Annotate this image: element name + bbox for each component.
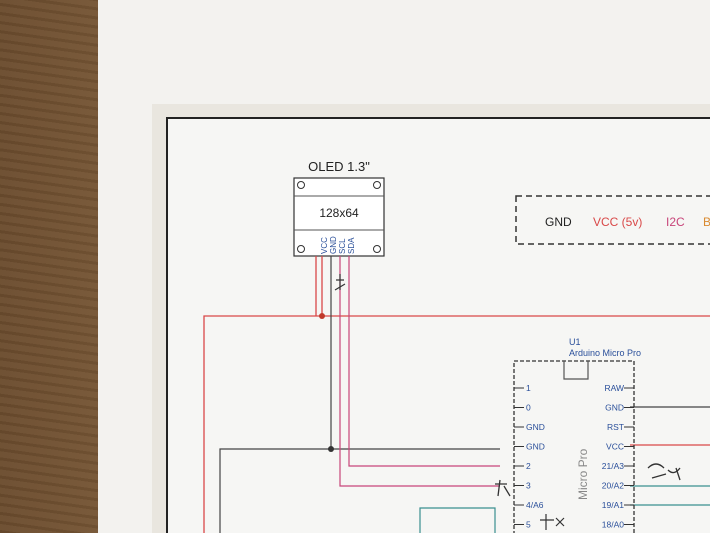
mcu-right-pin-label: RAW	[604, 383, 624, 393]
mcu-right-pin-label: 18/A0	[602, 520, 624, 530]
junction-vcc	[319, 313, 325, 319]
wire-extra	[419, 507, 496, 533]
wire-gnd	[330, 256, 500, 450]
mcu-right-pin-label: RST	[607, 422, 624, 432]
mcu-ref: U1	[569, 337, 581, 347]
oled-resolution: 128x64	[319, 206, 359, 220]
oled-pin-sda: SDA	[347, 237, 356, 254]
mcu-left-pin-label: 0	[526, 403, 531, 413]
mcu-left-pin-label: GND	[526, 422, 545, 432]
mcu-left-pin-label: 4/A6	[526, 500, 544, 510]
mcu-name: Arduino Micro Pro	[569, 348, 641, 358]
wire-vcc-left	[203, 315, 322, 533]
oled-mount-hole	[373, 245, 381, 253]
legend-gnd: GND	[545, 215, 572, 229]
mcu-right-pins: RAW GND RST VCC 21/A3 20/A2 19/A1 18/A0	[602, 383, 634, 530]
schematic-area	[166, 117, 710, 533]
oled-pin-vcc: VCC	[320, 237, 329, 254]
mcu-left-pin-label: 1	[526, 383, 531, 393]
handwritten-mark	[647, 463, 681, 481]
oled-mount-hole	[297, 245, 305, 253]
wire-gnd-left	[219, 448, 331, 533]
oled-pin-gnd: GND	[329, 236, 338, 254]
handwritten-mark	[540, 514, 565, 530]
oled-module	[293, 177, 385, 257]
legend-extra: B	[703, 215, 710, 229]
mcu-left-pin-label: 3	[526, 481, 531, 491]
handwritten-mark	[334, 274, 346, 291]
oled-title: OLED 1.3"	[308, 159, 370, 174]
mcu-right-pin-label: 19/A1	[602, 500, 624, 510]
legend-i2c: I2C	[666, 215, 685, 229]
mcu-left-pin-label: GND	[526, 442, 545, 452]
mcu-right-pin-label: GND	[605, 403, 624, 413]
oled-mount-hole	[373, 181, 381, 189]
mcu-body	[513, 360, 635, 533]
wire-scl	[339, 256, 500, 487]
oled-mount-hole	[297, 181, 305, 189]
handwritten-mark	[495, 479, 511, 497]
mcu-body-label: Micro Pro	[576, 448, 590, 500]
wire-sda	[348, 256, 500, 467]
legend-vcc: VCC (5v)	[593, 215, 642, 229]
oled-pin-scl: SCL	[338, 238, 347, 254]
wire-vcc	[321, 256, 710, 317]
usb-port	[563, 361, 589, 380]
mcu-right-pin-label: 21/A3	[602, 461, 624, 471]
junction-gnd	[328, 446, 334, 452]
mcu-left-pin-label: 2	[526, 461, 531, 471]
mcu-right-pin-label: VCC	[606, 442, 624, 452]
mcu-right-pin-label: 20/A2	[602, 481, 624, 491]
mcu-left-pin-label: 5	[526, 520, 531, 530]
legend-box	[515, 195, 710, 245]
